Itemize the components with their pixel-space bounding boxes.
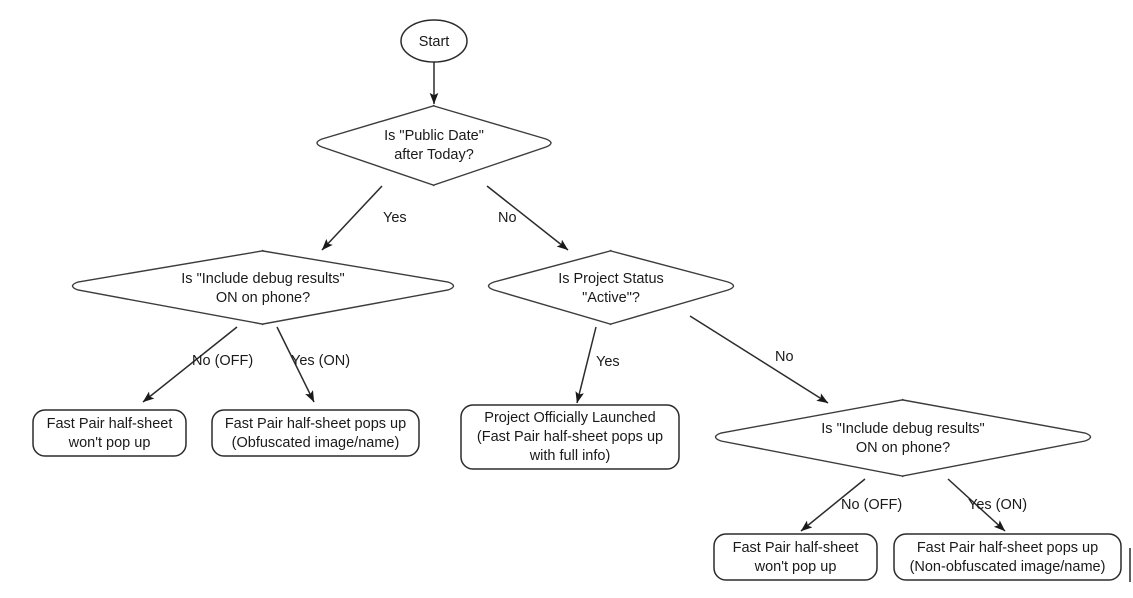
terminal-left-yes-line2: (Obfuscated image/name) <box>232 435 400 451</box>
edge-label-public-date-no: No <box>498 210 517 226</box>
terminal-right-no-box <box>713 533 878 581</box>
terminal-left-no-line2: won't pop up <box>68 435 151 451</box>
terminal-launched-line1: Project Officially Launched <box>484 410 655 426</box>
edge-debug-left-yes <box>276 326 315 403</box>
terminal-left-no-line1: Fast Pair half-sheet <box>47 416 173 432</box>
node-decision-debug-left[interactable]: Is "Include debug results" ON on phone? <box>71 249 455 326</box>
node-decision-debug-right[interactable]: Is "Include debug results" ON on phone? <box>714 398 1092 478</box>
terminal-right-no-line2: won't pop up <box>754 559 837 575</box>
edge-label-project-status-no: No <box>775 349 794 365</box>
decision-project-status-line1: Is Project Status <box>558 271 664 287</box>
edge-public-date-yes <box>321 185 383 251</box>
edge-project-status-no <box>689 315 829 404</box>
terminal-right-yes-line1: Fast Pair half-sheet pops up <box>917 540 1098 556</box>
start-label: Start <box>419 34 450 50</box>
node-terminal-left-no[interactable]: Fast Pair half-sheet won't pop up <box>32 409 187 457</box>
decision-public-date-line1: Is "Public Date" <box>384 128 484 144</box>
node-terminal-launched[interactable]: Project Officially Launched (Fast Pair h… <box>460 404 680 470</box>
node-decision-public-date[interactable]: Is "Public Date" after Today? <box>316 104 552 187</box>
decision-debug-left-line2: ON on phone? <box>216 290 310 306</box>
decision-public-date-diamond <box>316 104 552 187</box>
edge-label-debug-right-yes: Yes (ON) <box>968 497 1027 513</box>
terminal-right-yes-line2: (Non-obfuscated image/name) <box>910 559 1106 575</box>
terminal-left-yes-line1: Fast Pair half-sheet pops up <box>225 416 406 432</box>
edge-debug-left-no <box>142 326 238 403</box>
terminal-left-no-box <box>32 409 187 457</box>
edge-label-debug-left-no: No (OFF) <box>192 353 253 369</box>
decision-public-date-line2: after Today? <box>394 147 474 163</box>
terminal-launched-line2: (Fast Pair half-sheet pops up <box>477 429 663 445</box>
terminal-launched-line3: with full info) <box>529 448 611 464</box>
edge-label-project-status-yes: Yes <box>596 354 620 370</box>
node-terminal-right-no[interactable]: Fast Pair half-sheet won't pop up <box>713 533 878 581</box>
node-terminal-right-yes[interactable]: Fast Pair half-sheet pops up (Non-obfusc… <box>893 533 1122 581</box>
decision-debug-left-diamond <box>71 249 455 326</box>
decision-debug-left-line1: Is "Include debug results" <box>181 271 344 287</box>
edge-debug-right-yes <box>947 478 1006 532</box>
node-start[interactable]: Start <box>400 19 468 63</box>
terminal-left-yes-box <box>211 409 420 457</box>
decision-project-status-line2: "Active"? <box>582 290 640 306</box>
start-ellipse-shape <box>400 19 468 63</box>
edges-group <box>142 62 1006 532</box>
edge-project-status-yes <box>575 326 597 404</box>
decision-debug-right-line1: Is "Include debug results" <box>821 421 984 437</box>
decision-debug-right-line2: ON on phone? <box>856 440 950 456</box>
terminal-launched-box <box>460 404 680 470</box>
edge-label-public-date-yes: Yes <box>383 210 407 226</box>
decision-debug-right-diamond <box>714 398 1092 478</box>
terminal-right-no-line1: Fast Pair half-sheet <box>733 540 859 556</box>
edge-label-debug-left-yes: Yes (ON) <box>291 353 350 369</box>
edge-label-debug-right-no: No (OFF) <box>841 497 902 513</box>
edge-labels-group: Yes No No (OFF) Yes (ON) Yes No No (OFF)… <box>192 210 1027 513</box>
edge-debug-right-no <box>800 478 866 532</box>
node-terminal-left-yes[interactable]: Fast Pair half-sheet pops up (Obfuscated… <box>211 409 420 457</box>
node-decision-project-status[interactable]: Is Project Status "Active"? <box>487 249 735 326</box>
terminal-right-yes-box <box>893 533 1122 581</box>
edge-public-date-no <box>486 185 569 251</box>
decision-project-status-diamond <box>487 249 735 326</box>
